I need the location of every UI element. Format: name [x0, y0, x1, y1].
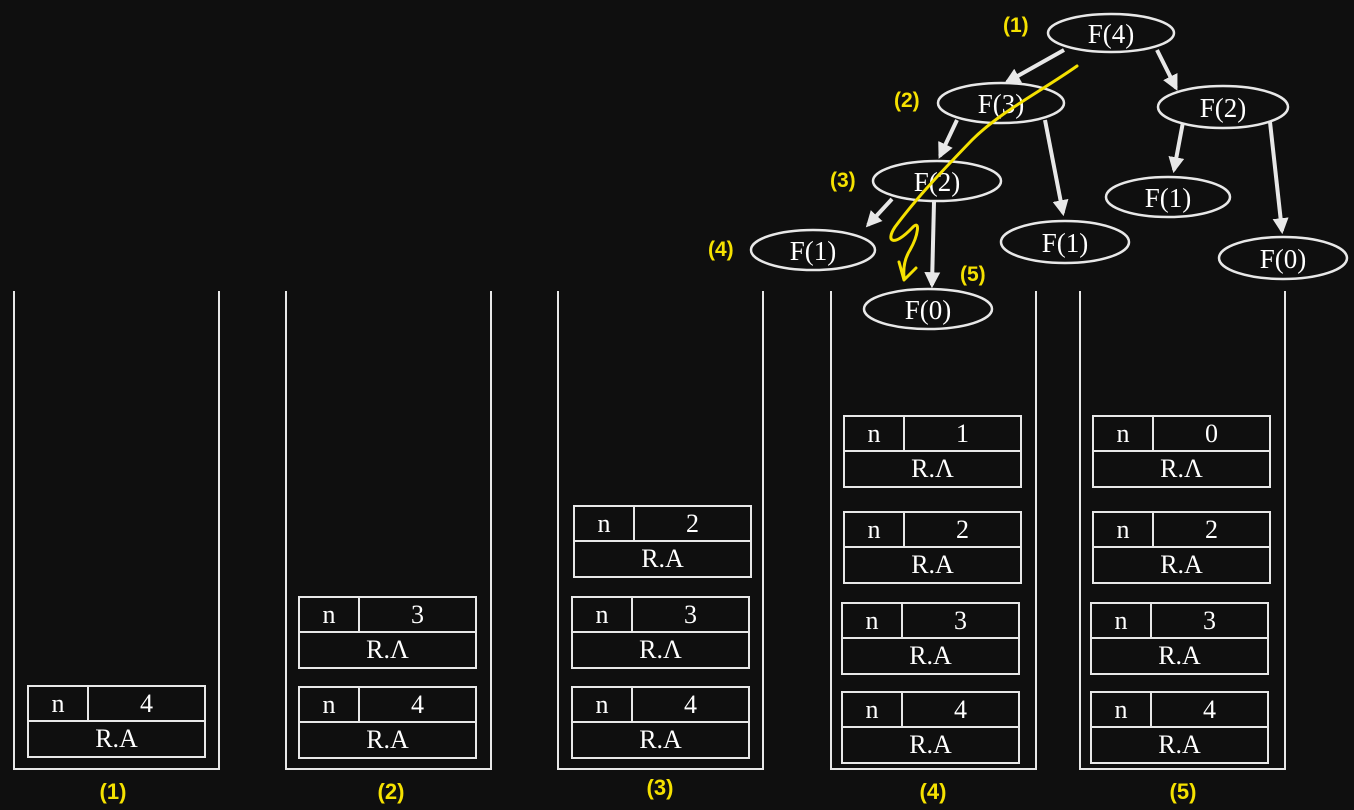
frame-return-address: R.A — [1160, 550, 1203, 579]
stack-frame: n 4 R.A — [298, 686, 477, 759]
frame-return-address: R.Λ — [366, 635, 409, 664]
call-order-label: (4) — [708, 238, 734, 261]
frame-var-value: 4 — [411, 689, 424, 719]
tree-edge — [938, 119, 959, 159]
frame-var-name: n — [1094, 417, 1154, 450]
frame-return-address: R.A — [1158, 641, 1201, 670]
traversal-path-annotation — [889, 64, 1079, 279]
frame-return-address: R.Λ — [639, 635, 682, 664]
frame-var-value: 4 — [1203, 694, 1216, 724]
frame-var-name: n — [300, 598, 360, 631]
stack-frame: n 3 R.Λ — [298, 596, 477, 669]
frame-var-value: 4 — [140, 688, 153, 718]
frame-var-name: n — [1094, 513, 1154, 546]
call-order-label: (3) — [830, 169, 856, 192]
stack-frame: n 2 R.A — [573, 505, 752, 578]
frame-var-value: 4 — [954, 694, 967, 724]
frame-var-name: n — [843, 693, 903, 726]
frame-return-address: R.A — [366, 725, 409, 754]
frame-return-address: R.A — [641, 544, 684, 573]
tree-node-label: F(4) — [1088, 19, 1135, 49]
frame-var-value: 2 — [1205, 514, 1218, 544]
frame-return-address: R.A — [1158, 730, 1201, 759]
traversal-arrowhead — [897, 260, 918, 282]
tree-node — [1156, 84, 1290, 130]
stack-frame: n 3 R.Λ — [571, 596, 750, 669]
tree-node-label: F(1) — [790, 236, 837, 266]
tree-edge — [1043, 119, 1069, 217]
frame-var-name: n — [845, 417, 905, 450]
frame-var-value: 3 — [1203, 605, 1216, 635]
frame-var-name: n — [29, 687, 89, 720]
stack-frame: n 2 R.A — [843, 511, 1022, 584]
tree-edge — [1004, 48, 1065, 84]
frame-return-address: R.A — [911, 550, 954, 579]
tree-edge — [1268, 121, 1289, 235]
frame-var-name: n — [573, 598, 633, 631]
frame-return-address: R.Λ — [1160, 454, 1203, 483]
tree-edge — [924, 201, 941, 289]
stack-frame: n 0 R.Λ — [1092, 415, 1271, 488]
tree-node-label: F(2) — [1200, 93, 1247, 123]
frame-var-value: 2 — [956, 514, 969, 544]
call-stack-1: n 4 R.A — [13, 291, 220, 770]
tree-node-label: F(1) — [1042, 228, 1089, 258]
frame-var-value: 2 — [686, 508, 699, 538]
tree-node — [871, 159, 1003, 203]
stack-label-2: (2) — [377, 779, 405, 804]
stack-label-3: (3) — [646, 775, 674, 800]
stack-frame: n 4 R.A — [841, 691, 1020, 764]
stack-label-1: (1) — [99, 779, 127, 804]
frame-var-value: 3 — [954, 605, 967, 635]
frame-var-name: n — [845, 513, 905, 546]
frame-return-address: R.Λ — [911, 454, 954, 483]
call-order-label: (5) — [960, 263, 986, 286]
tree-node-label: F(0) — [1260, 244, 1307, 274]
call-stack-5: n 0 R.Λ n 2 R.A n 3 R.A n 4 R.A — [1079, 291, 1286, 770]
frame-return-address: R.A — [95, 724, 138, 753]
call-stack-3: n 2 R.A n 3 R.Λ n 4 R.A — [557, 291, 764, 770]
stack-frame: n 3 R.A — [1090, 602, 1269, 675]
frame-var-value: 0 — [1205, 418, 1218, 448]
frame-var-name: n — [573, 688, 633, 721]
tree-edge — [1168, 121, 1185, 174]
stack-label-5: (5) — [1169, 779, 1197, 804]
tree-node-label: F(0) — [905, 295, 952, 325]
frame-var-name: n — [1092, 693, 1152, 726]
frame-return-address: R.A — [909, 730, 952, 759]
frame-return-address: R.A — [909, 641, 952, 670]
frame-var-name: n — [575, 507, 635, 540]
tree-node — [862, 287, 994, 331]
stack-frame: n 4 R.A — [27, 685, 206, 758]
frame-var-name: n — [1092, 604, 1152, 637]
call-order-label: (1) — [1003, 14, 1029, 37]
call-order-label: (2) — [894, 89, 920, 112]
tree-node-label: F(2) — [914, 167, 961, 197]
stack-frame: n 2 R.A — [1092, 511, 1271, 584]
tree-node — [1046, 12, 1176, 54]
frame-var-value: 3 — [684, 599, 697, 629]
frame-var-value: 4 — [684, 689, 697, 719]
stack-label-4: (4) — [919, 779, 947, 804]
tree-edge — [865, 197, 894, 228]
frame-var-name: n — [300, 688, 360, 721]
tree-node — [1217, 235, 1349, 281]
stack-frame: n 4 R.A — [571, 686, 750, 759]
frame-var-value: 3 — [411, 599, 424, 629]
call-stack-2: n 3 R.Λ n 4 R.A — [285, 291, 492, 770]
stack-frame: n 3 R.A — [841, 602, 1020, 675]
stack-frame: n 4 R.A — [1090, 691, 1269, 764]
tree-node — [1104, 175, 1232, 219]
tree-edge — [1155, 49, 1178, 91]
tree-node — [749, 228, 877, 272]
frame-var-name: n — [843, 604, 903, 637]
frame-return-address: R.A — [639, 725, 682, 754]
call-stack-4: n 1 R.Λ n 2 R.A n 3 R.A n 4 R.A — [830, 291, 1037, 770]
tree-node — [936, 81, 1066, 125]
stack-frame: n 1 R.Λ — [843, 415, 1022, 488]
tree-node-label: F(1) — [1145, 183, 1192, 213]
tree-node — [999, 219, 1131, 265]
frame-var-value: 1 — [956, 418, 969, 448]
